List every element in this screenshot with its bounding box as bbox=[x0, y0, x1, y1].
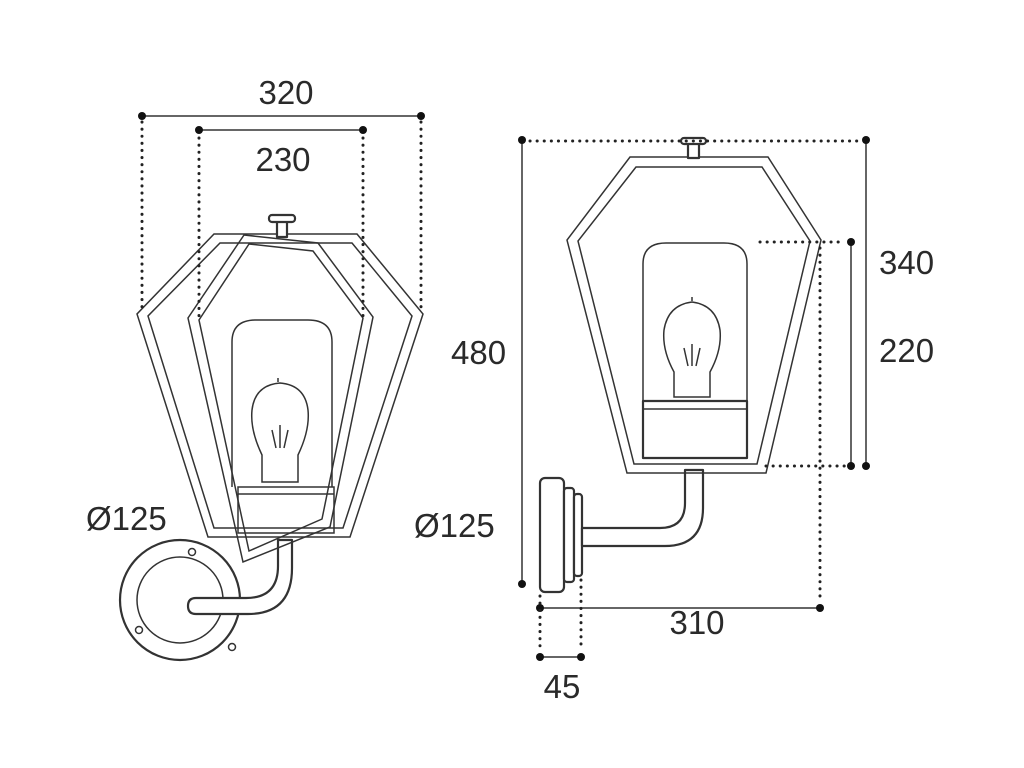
side-glass-shade bbox=[642, 242, 748, 401]
side-wall-base bbox=[538, 476, 584, 594]
side-socket bbox=[641, 399, 749, 460]
dimension-220: 220 bbox=[758, 238, 934, 470]
front-view: 320 230 Ø125 bbox=[86, 74, 425, 662]
dimension-230: 230 bbox=[195, 126, 367, 324]
front-width-outer-label: 320 bbox=[258, 74, 313, 111]
front-base-diameter-label: Ø125 bbox=[86, 500, 167, 537]
side-base-depth-label: 45 bbox=[544, 668, 581, 705]
front-top-cap bbox=[267, 213, 297, 239]
dimension-320: 320 bbox=[138, 74, 425, 315]
side-projection-label: 310 bbox=[669, 604, 724, 641]
dimension-480: 480 bbox=[451, 136, 864, 588]
side-frame bbox=[566, 156, 822, 474]
front-inner-frame bbox=[187, 234, 374, 564]
side-view: 480 340 220 310 bbox=[414, 136, 934, 705]
front-outer-frame bbox=[136, 233, 424, 538]
side-base-diameter-label: Ø125 bbox=[414, 507, 495, 544]
side-height-glass-label: 220 bbox=[879, 332, 934, 369]
side-height-total-label: 480 bbox=[451, 334, 506, 371]
dimension-310: 310 bbox=[536, 246, 824, 641]
dimension-340: 340 bbox=[862, 136, 934, 470]
side-bulb-icon bbox=[662, 297, 722, 398]
dimension-45: 45 bbox=[536, 578, 585, 705]
side-arm bbox=[580, 468, 705, 548]
front-glass-shade bbox=[231, 319, 333, 487]
side-height-upper-label: 340 bbox=[879, 244, 934, 281]
front-arm bbox=[186, 538, 294, 616]
front-width-inner-label: 230 bbox=[255, 141, 310, 178]
front-bulb-icon bbox=[250, 378, 310, 483]
